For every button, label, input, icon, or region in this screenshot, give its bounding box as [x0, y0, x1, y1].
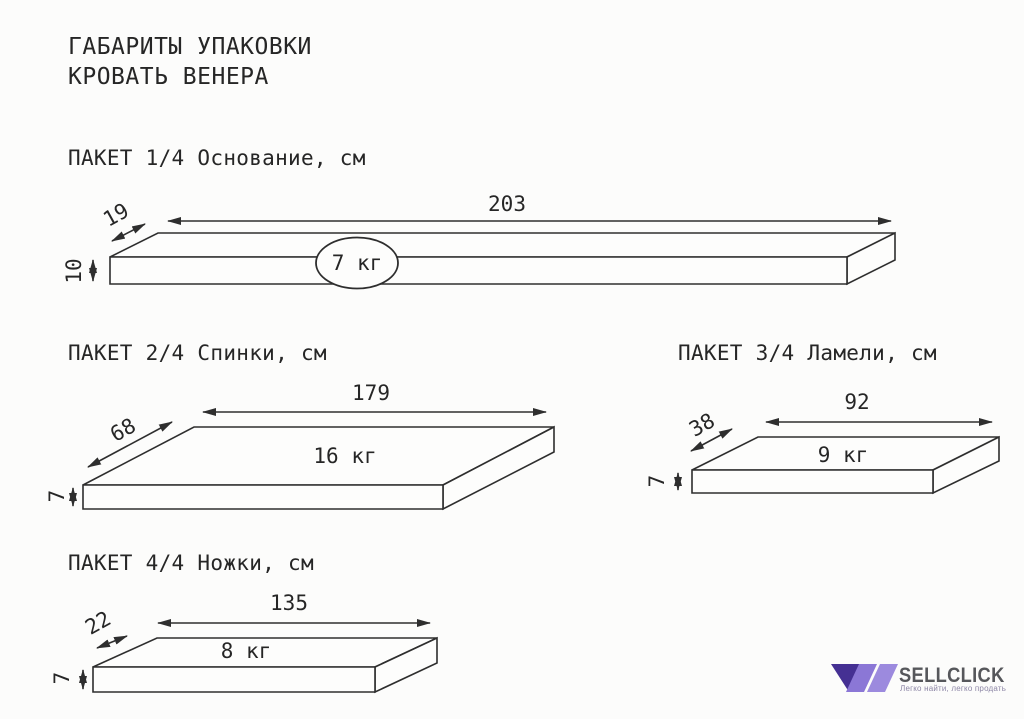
sellclick-logo-icon [831, 664, 898, 692]
package-1-heading: ПАКЕТ 1/4 Основание, см [68, 146, 366, 170]
doc-title-line1: ГАБАРИТЫ УПАКОВКИ [68, 34, 312, 60]
doc-title: ГАБАРИТЫ УПАКОВКИ КРОВАТЬ ВЕНЕРА [68, 32, 312, 92]
package-1-weight-ellipse [315, 236, 399, 290]
package-1-dimension-lines [89, 217, 892, 282]
package-4-dimension-lines [79, 619, 431, 690]
package-2-box [82, 425, 555, 511]
package-3-box [691, 435, 1000, 495]
package-4-weight-label: 8 кг [220, 639, 272, 663]
package-1-box [109, 231, 896, 286]
package-2-heading: ПАКЕТ 2/4 Спинки, см [68, 341, 327, 365]
package-3-dimension-lines [674, 418, 993, 491]
package-4-length-label: 135 [270, 591, 308, 615]
sellclick-brand-name: SELLCLICK [899, 664, 1005, 687]
package-2-height-label: 7 [45, 489, 69, 503]
package-3-length-label: 92 [844, 390, 870, 414]
package-1-weight-label: 7 кг [331, 251, 383, 275]
package-2-dimension-lines [69, 408, 547, 507]
package-2-weight-label: 16 кг [313, 444, 377, 468]
package-1-length-label: 203 [488, 192, 526, 216]
sellclick-brand-tagline: Легко найти, легко продать [900, 684, 1007, 693]
package-1-height-label: 10 [62, 258, 86, 284]
package-4-heading: ПАКЕТ 4/4 Ножки, см [68, 551, 314, 575]
package-4-height-label: 7 [50, 671, 74, 685]
package-3-heading: ПАКЕТ 3/4 Ламели, см [678, 341, 937, 365]
package-3-height-label: 7 [645, 474, 669, 488]
doc-title-line2: КРОВАТЬ ВЕНЕРА [68, 64, 269, 90]
package-4-box [92, 636, 438, 694]
package-2-length-label: 179 [352, 381, 390, 405]
package-3-weight-label: 9 кг [817, 443, 869, 467]
